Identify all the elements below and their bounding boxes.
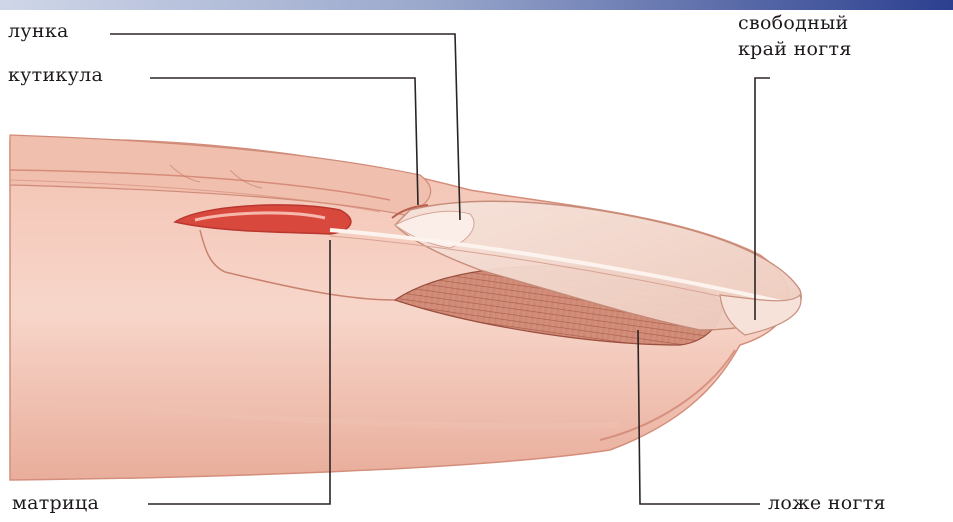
label-nail-bed: ложе ногтя (768, 492, 886, 514)
label-free-edge-line2: край ногтя (738, 38, 852, 60)
label-lunula: лунка (8, 20, 69, 42)
label-free-edge-line1: свободный (738, 12, 849, 34)
label-cuticle: кутикула (8, 64, 103, 86)
label-matrix: матрица (12, 492, 99, 514)
